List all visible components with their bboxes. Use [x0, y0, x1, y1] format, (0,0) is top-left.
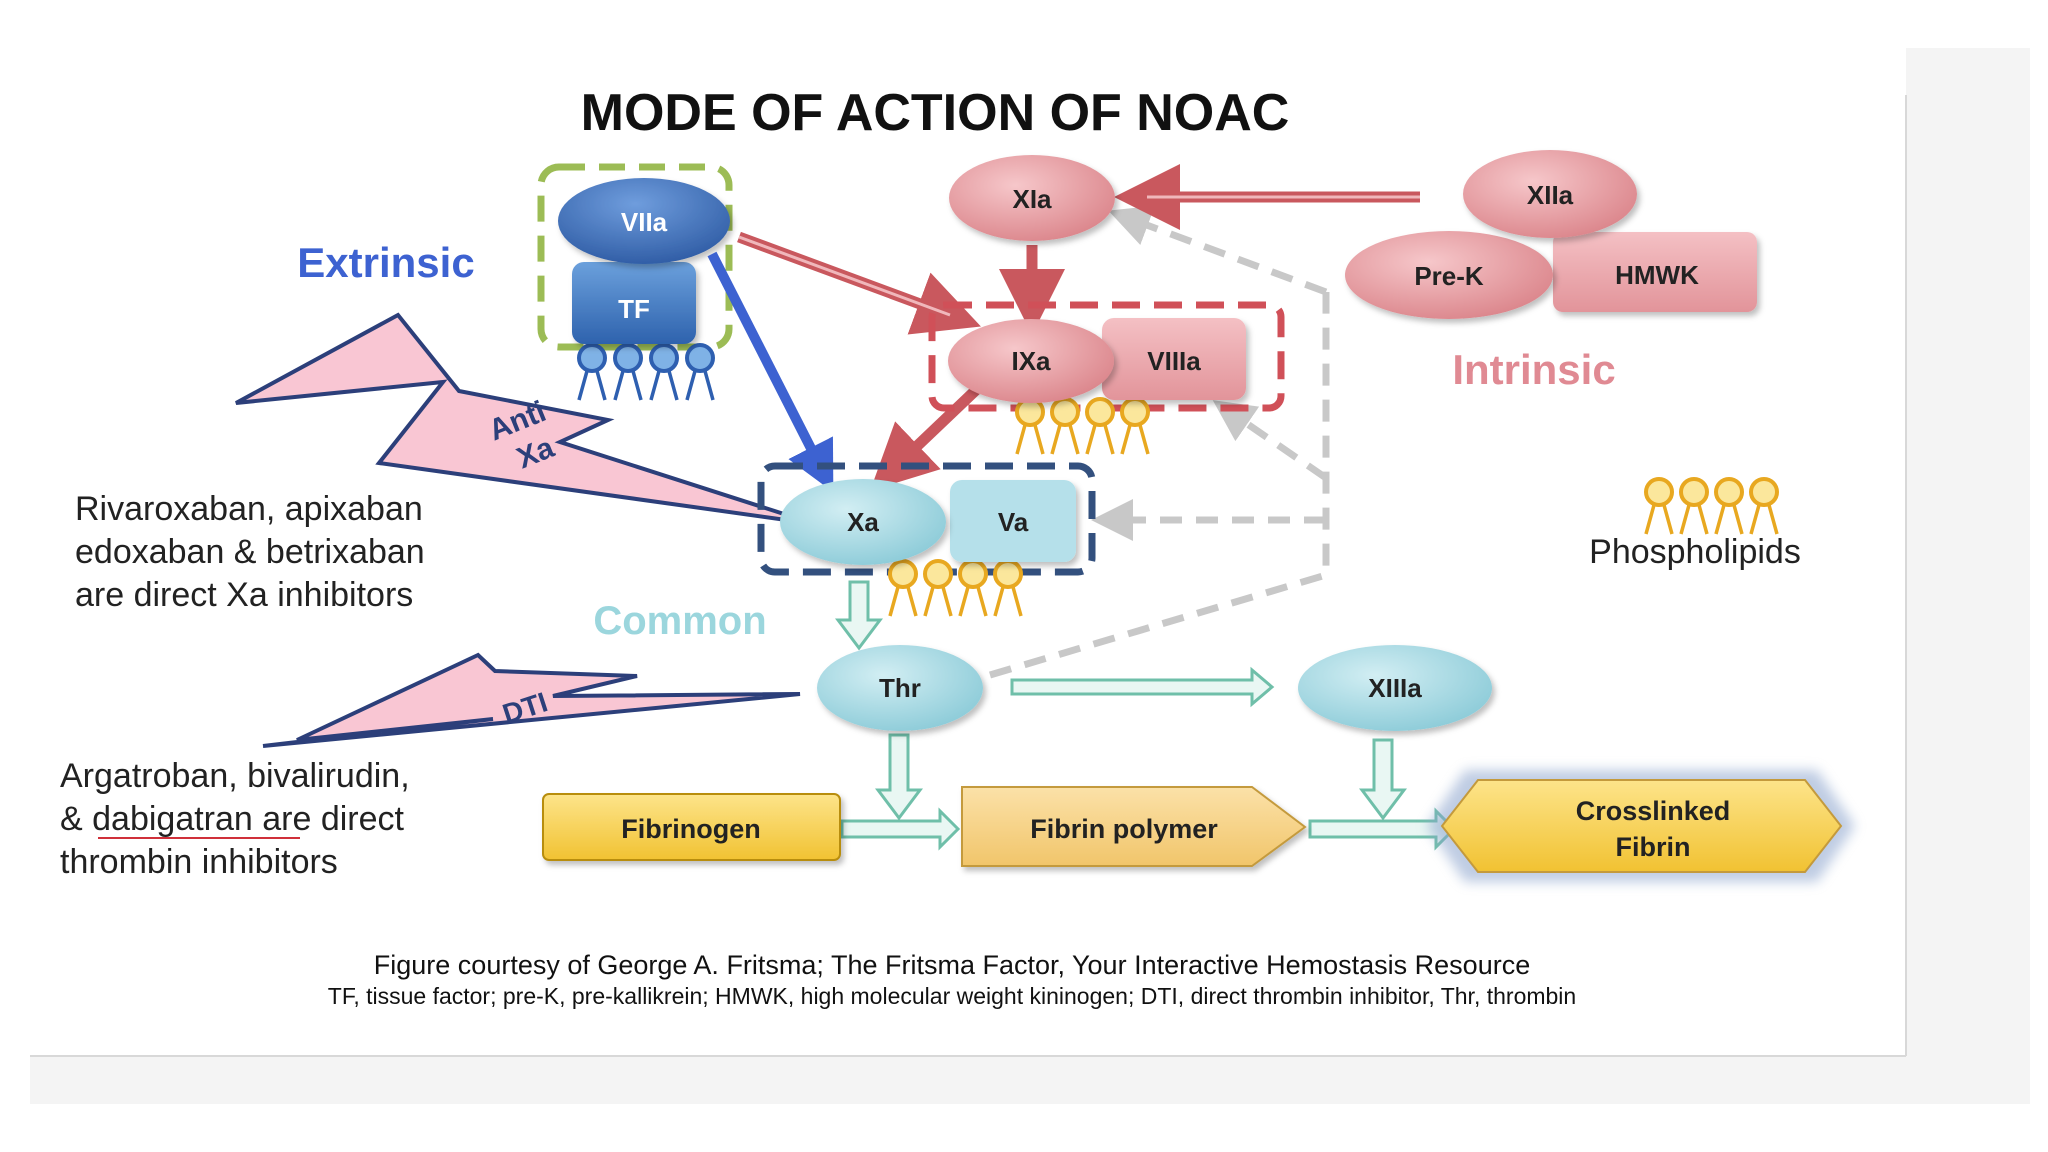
fibrin-polymer-label: Fibrin polymer	[1030, 814, 1218, 844]
xa-inhibitors-note: Rivaroxaban, apixaban edoxaban & betrixa…	[75, 490, 425, 614]
crosslinked-fibrin-label-line1: Crosslinked	[1576, 796, 1731, 826]
viia-node	[558, 178, 730, 264]
extrinsic-complex-border	[537, 163, 733, 351]
intrinsic-label: Intrinsic	[1452, 346, 1615, 393]
tf-label: TF	[618, 294, 650, 324]
fibrinogen-label: Fibrinogen	[621, 814, 760, 844]
page-title: MODE OF ACTION OF NOAC	[581, 84, 1290, 142]
hmwk-label: HMWK	[1615, 260, 1699, 290]
viia-label: VIIa	[621, 207, 668, 237]
dti-note-line3: thrombin inhibitors	[60, 843, 338, 881]
xia-node	[949, 155, 1115, 241]
crosslinked-fibrin-box	[1440, 779, 1843, 873]
phospholipids-label: Phospholipids	[1589, 533, 1801, 571]
thrombin-node	[817, 645, 983, 731]
dabigatran-word: dabigatran	[92, 800, 253, 838]
dti-note-prefix: &	[60, 800, 92, 838]
xiia-label: XIIa	[1527, 180, 1574, 210]
intrinsic-arrows	[737, 164, 1420, 491]
fibrin-polymer-box	[961, 786, 1307, 867]
caption-line1: Figure courtesy of George A. Fritsma; Th…	[374, 950, 1530, 980]
thrombin-label: Thr	[879, 673, 921, 703]
extrinsic-arrow	[707, 251, 834, 493]
ixa-label: IXa	[1011, 346, 1051, 376]
xa-node	[780, 479, 946, 565]
xa-label: Xa	[847, 507, 879, 537]
xa-note-line3: are direct Xa inhibitors	[75, 576, 413, 614]
tf-block	[572, 262, 696, 344]
xiiia-node	[1298, 645, 1492, 731]
extrinsic-label: Extrinsic	[297, 239, 474, 286]
dti-inhibitors-note: Argatroban, bivalirudin, & dabigatran ar…	[60, 757, 410, 881]
thrombin-feedback-arrows	[989, 205, 1330, 679]
viiia-label: VIIIa	[1147, 346, 1201, 376]
xiia-node	[1463, 150, 1637, 238]
dti-note-line2: & dabigatran are direct	[60, 800, 405, 838]
hmwk-node	[1553, 232, 1757, 312]
viiia-node	[1102, 318, 1246, 400]
prothrombinase-complex-border	[757, 462, 1096, 576]
caption-line2: TF, tissue factor; pre-K, pre-kallikrein…	[328, 983, 1576, 1009]
xiiia-label: XIIIa	[1368, 673, 1422, 703]
va-node	[950, 480, 1076, 562]
ixa-node	[948, 319, 1114, 403]
xa-note-line1: Rivaroxaban, apixaban	[75, 490, 423, 528]
va-label: Va	[998, 507, 1029, 537]
fibrinogen-box	[542, 793, 841, 861]
common-label: Common	[593, 599, 766, 643]
pre-k-label: Pre-K	[1414, 261, 1484, 291]
dti-note-suffix: are direct	[253, 800, 405, 838]
crosslinked-fibrin-label-line2: Fibrin	[1616, 832, 1691, 862]
dti-bolt	[262, 652, 801, 748]
pre-k-node	[1345, 231, 1553, 319]
dti-note-line1: Argatroban, bivalirudin,	[60, 757, 410, 795]
xa-note-line2: edoxaban & betrixaban	[75, 533, 425, 571]
xia-label: XIa	[1012, 184, 1052, 214]
